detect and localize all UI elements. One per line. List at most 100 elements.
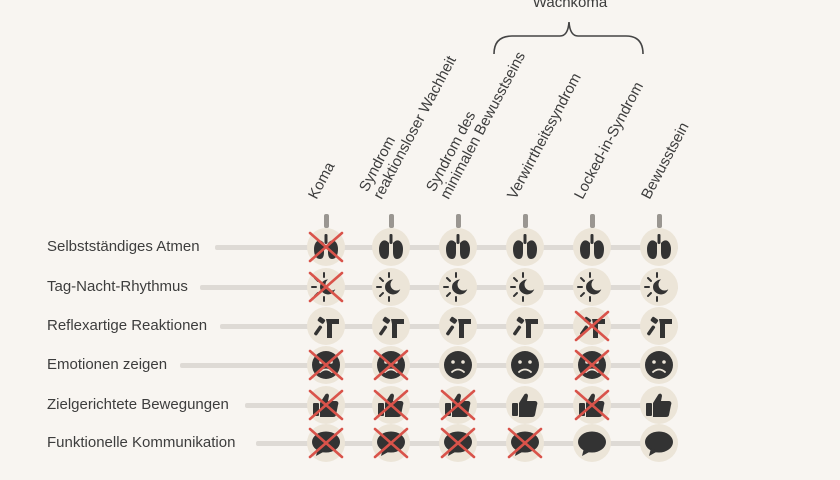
column-pin — [522, 214, 528, 228]
cell-bewegungen-koma — [307, 386, 345, 424]
sad-face-icon — [574, 349, 610, 381]
sun-moon-icon — [443, 272, 470, 302]
cross-icon — [440, 389, 476, 421]
thumbs-up-icon — [512, 393, 538, 417]
row-label-bewegungen: Zielgerichtete Bewegungen — [47, 396, 235, 414]
cross-icon — [574, 310, 610, 342]
lungs-icon — [308, 231, 344, 263]
row-label-rhythmus: Tag-Nacht-Rhythmus — [47, 278, 194, 296]
cross-icon — [373, 389, 409, 421]
column-pin — [656, 214, 662, 228]
sun-moon-icon — [577, 272, 604, 302]
cell-atmen-syndrom-reaktionsloser-wachheit — [372, 228, 410, 266]
thumbs-up-icon — [574, 389, 610, 421]
lungs-icon — [379, 234, 403, 259]
thumbs-up-icon — [308, 389, 344, 421]
speech-bubble-icon — [507, 427, 543, 459]
cell-reflexe-locked-in-syndrom — [573, 307, 611, 345]
cell-atmen-bewusstsein — [640, 228, 678, 266]
sad-face-icon — [444, 351, 472, 379]
cell-reflexe-bewusstsein — [640, 307, 678, 345]
cell-bewegungen-bewusstsein — [640, 386, 678, 424]
cell-reflexe-syndrom-reaktionsloser-wachheit — [372, 307, 410, 345]
cell-atmen-minimales-bewusstsein — [439, 228, 477, 266]
speech-bubble-icon — [645, 431, 673, 456]
cell-kommunikation-verwirrtheitssyndrom — [506, 424, 544, 462]
cell-rhythmus-minimales-bewusstsein — [439, 268, 477, 306]
column-pin — [323, 214, 329, 228]
cell-bewegungen-syndrom-reaktionsloser-wachheit — [372, 386, 410, 424]
cell-bewegungen-minimales-bewusstsein — [439, 386, 477, 424]
cell-atmen-verwirrtheitssyndrom — [506, 228, 544, 266]
cell-bewegungen-verwirrtheitssyndrom — [506, 386, 544, 424]
sun-moon-icon — [376, 272, 403, 302]
speech-bubble-icon — [308, 427, 344, 459]
reflex-hammer-knee-icon — [647, 316, 672, 338]
sad-face-icon — [645, 351, 673, 379]
row-label-atmen: Selbstständiges Atmen — [47, 238, 206, 256]
cell-kommunikation-koma — [307, 424, 345, 462]
reflex-hammer-knee-icon — [314, 316, 339, 338]
cell-kommunikation-syndrom-reaktionsloser-wachheit — [372, 424, 410, 462]
row-label-reflexe: Reflexartige Reaktionen — [47, 317, 214, 335]
cell-emotionen-bewusstsein — [640, 346, 678, 384]
cross-icon — [574, 349, 610, 381]
cross-icon — [308, 271, 344, 303]
lungs-icon — [513, 234, 537, 259]
cell-rhythmus-locked-in-syndrom — [573, 268, 611, 306]
cell-reflexe-koma — [307, 307, 345, 345]
reflex-hammer-knee-icon — [379, 316, 404, 338]
column-pin — [388, 214, 394, 228]
speech-bubble-icon — [440, 427, 476, 459]
cross-icon — [308, 389, 344, 421]
cell-emotionen-koma — [307, 346, 345, 384]
sun-moon-icon — [644, 272, 671, 302]
cell-reflexe-minimales-bewusstsein — [439, 307, 477, 345]
thumbs-up-icon — [440, 389, 476, 421]
thumbs-up-icon — [373, 389, 409, 421]
cell-rhythmus-koma — [307, 268, 345, 306]
cell-reflexe-verwirrtheitssyndrom — [506, 307, 544, 345]
reflex-hammer-knee-icon — [446, 316, 471, 338]
cross-icon — [507, 427, 543, 459]
sad-face-icon — [373, 349, 409, 381]
column-pin — [589, 214, 595, 228]
cross-icon — [373, 427, 409, 459]
cell-emotionen-locked-in-syndrom — [573, 346, 611, 384]
cross-icon — [308, 231, 344, 263]
speech-bubble-icon — [578, 431, 606, 456]
cross-icon — [308, 427, 344, 459]
group-label-wachkoma: Wachkoma — [532, 0, 608, 11]
sun-moon-icon — [510, 272, 537, 302]
cell-kommunikation-minimales-bewusstsein — [439, 424, 477, 462]
sun-moon-icon — [308, 271, 344, 303]
thumbs-up-icon — [646, 393, 672, 417]
column-pin — [455, 214, 461, 228]
cell-bewegungen-locked-in-syndrom — [573, 386, 611, 424]
row-label-kommunikation: Funktionelle Kommunikation — [47, 434, 242, 452]
lungs-icon — [647, 234, 671, 259]
row-guide-line — [180, 363, 678, 368]
reflex-hammer-knee-icon — [574, 310, 610, 342]
sad-face-icon — [308, 349, 344, 381]
cell-emotionen-minimales-bewusstsein — [439, 346, 477, 384]
cell-emotionen-syndrom-reaktionsloser-wachheit — [372, 346, 410, 384]
speech-bubble-icon — [373, 427, 409, 459]
cell-atmen-koma — [307, 228, 345, 266]
lungs-icon — [446, 234, 470, 259]
cell-kommunikation-bewusstsein — [640, 424, 678, 462]
cell-rhythmus-verwirrtheitssyndrom — [506, 268, 544, 306]
row-label-emotionen: Emotionen zeigen — [47, 356, 174, 374]
cell-kommunikation-locked-in-syndrom — [573, 424, 611, 462]
sad-face-icon — [511, 351, 539, 379]
cross-icon — [308, 349, 344, 381]
reflex-hammer-knee-icon — [513, 316, 538, 338]
cross-icon — [373, 349, 409, 381]
cross-icon — [574, 389, 610, 421]
lungs-icon — [580, 234, 604, 259]
cell-rhythmus-bewusstsein — [640, 268, 678, 306]
cell-atmen-locked-in-syndrom — [573, 228, 611, 266]
cell-emotionen-verwirrtheitssyndrom — [506, 346, 544, 384]
